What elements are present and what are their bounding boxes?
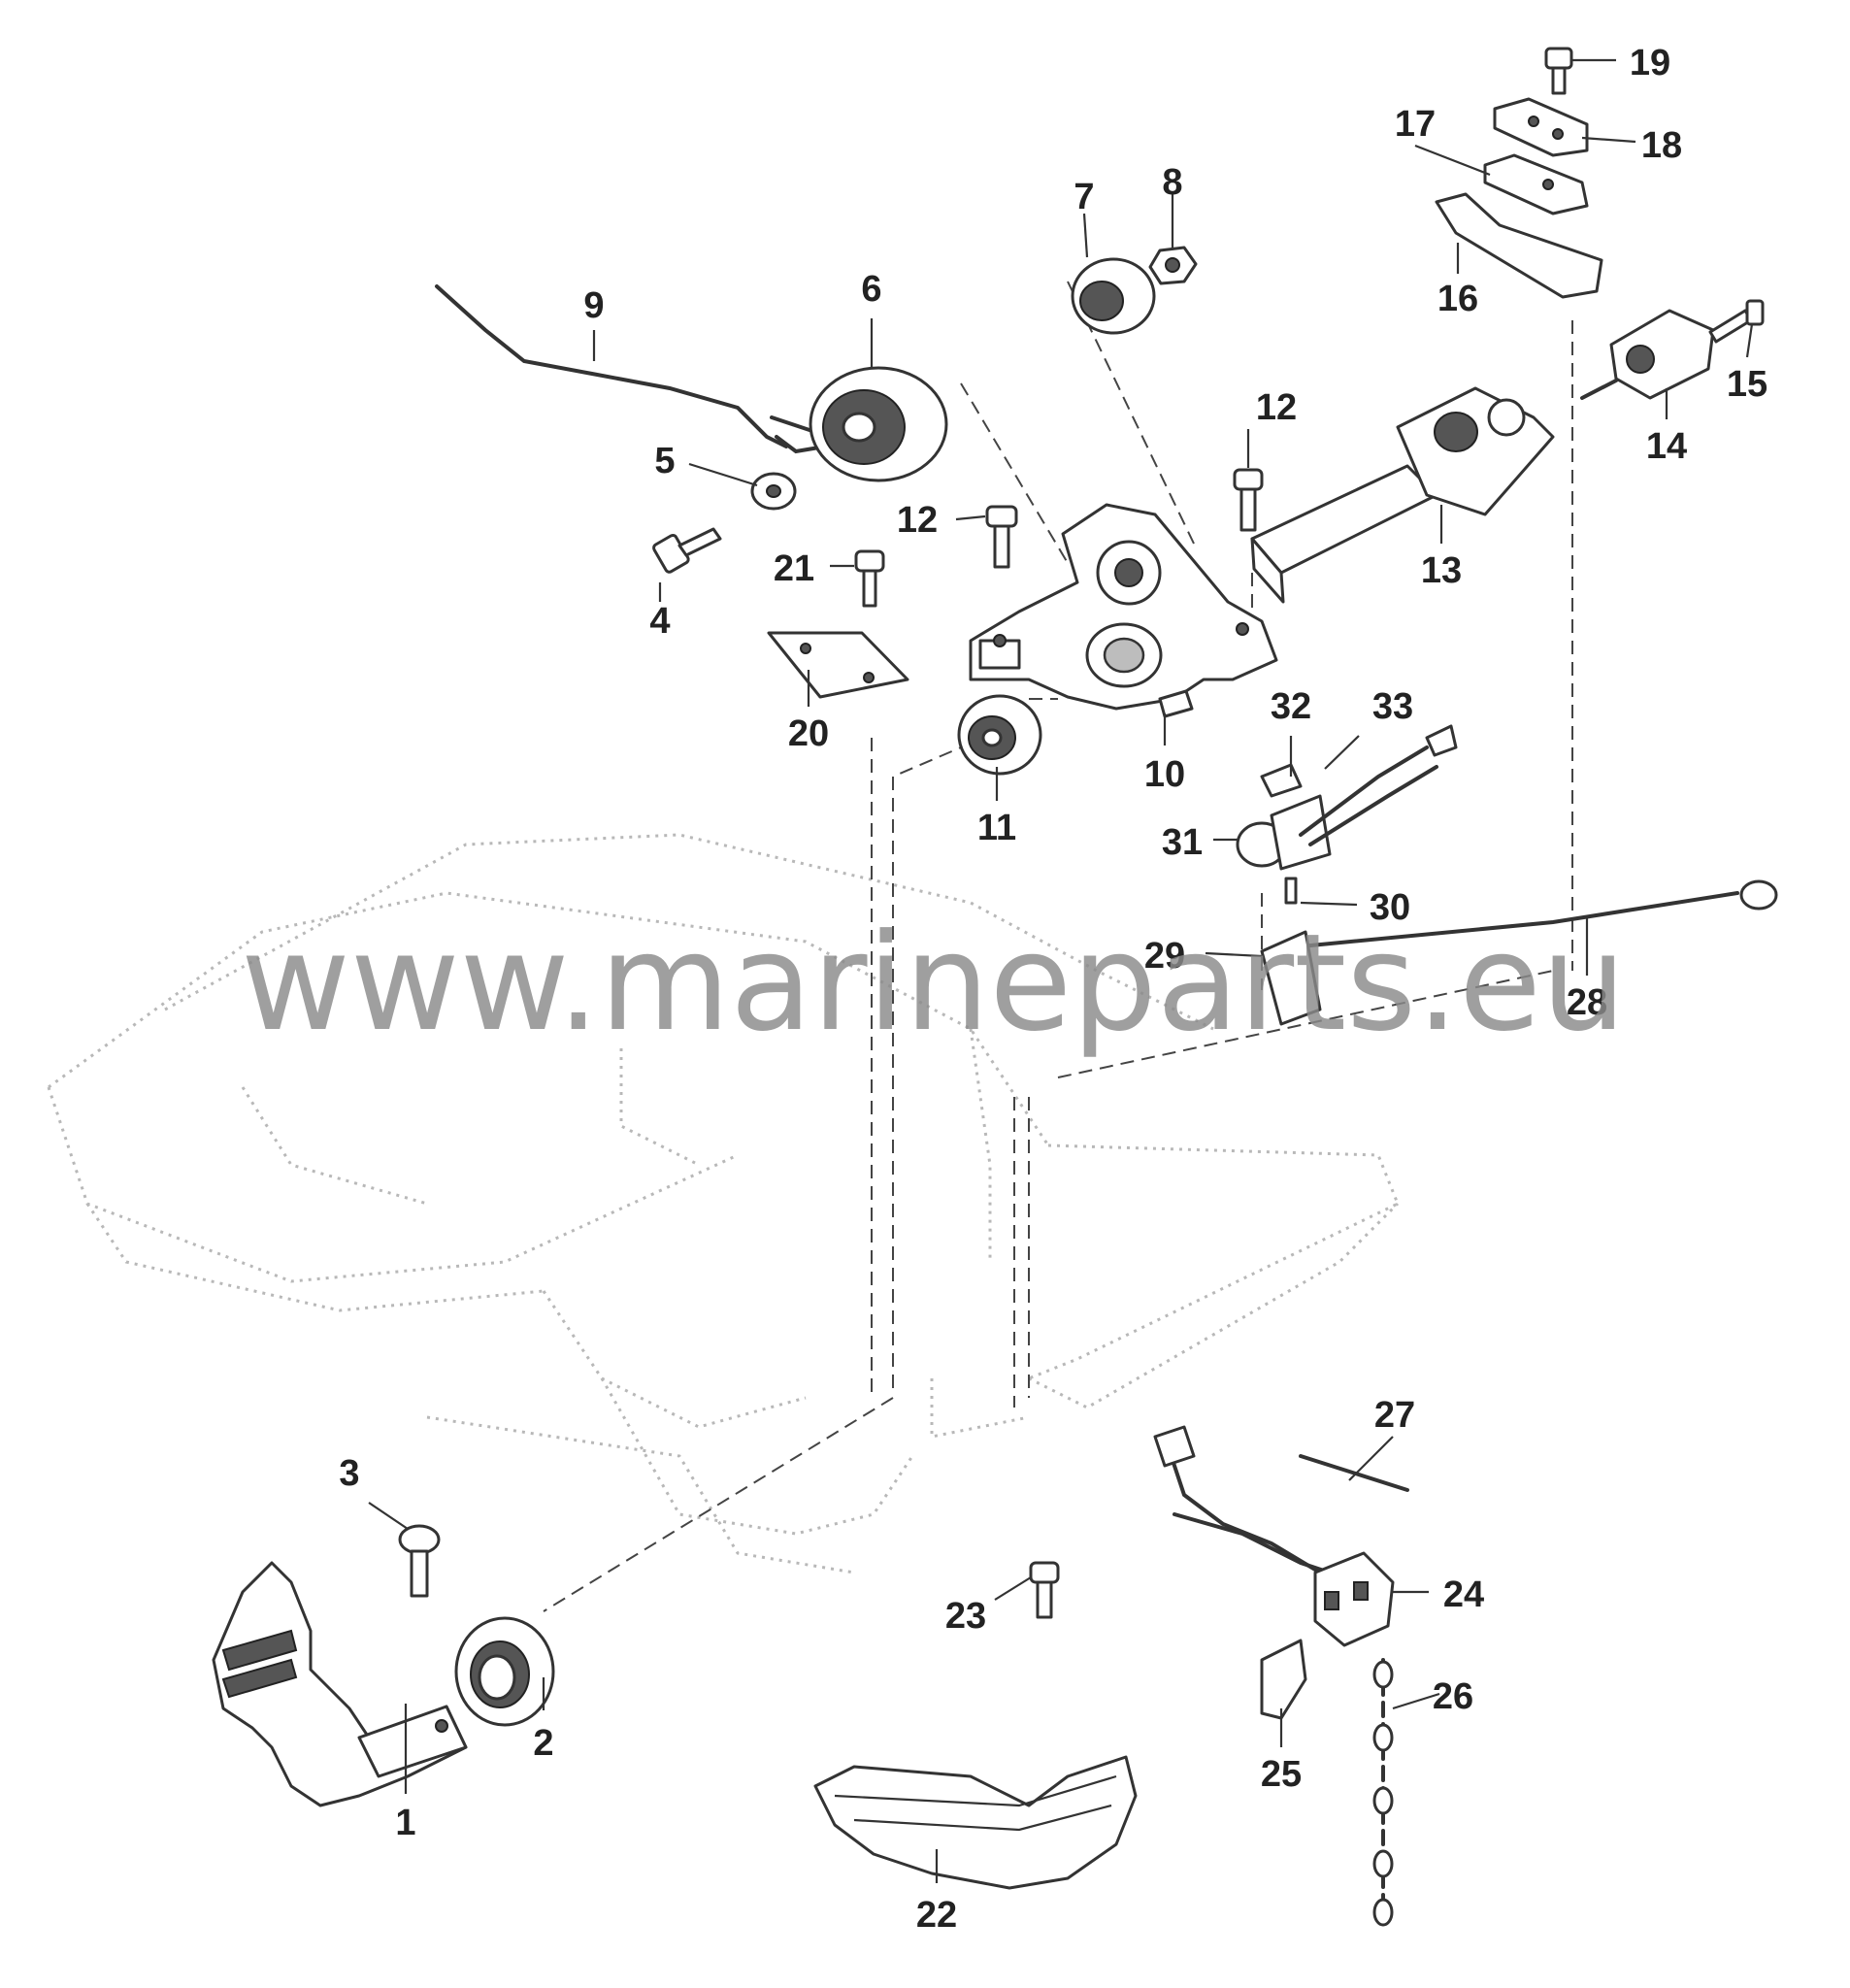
callout-18: 18: [1641, 125, 1682, 166]
screw-part: [1708, 299, 1765, 344]
throttle-bracket-part: [969, 503, 1278, 711]
callout-19: 19: [1630, 43, 1670, 83]
cover-part: [813, 1755, 1138, 1890]
clip-part: [1260, 1639, 1307, 1720]
bolt-part: [1029, 1561, 1060, 1619]
callout-3: 3: [339, 1453, 359, 1494]
callout-27: 27: [1374, 1395, 1415, 1436]
callout-1: 1: [395, 1803, 415, 1843]
callout-24: 24: [1443, 1574, 1484, 1615]
callout-14: 14: [1646, 426, 1687, 467]
callout-2: 2: [533, 1723, 553, 1764]
throttle-link-rod: [435, 284, 829, 454]
screw-part: [1284, 877, 1298, 905]
chain-part: [1372, 1658, 1394, 1927]
screw-bushing-part: [652, 527, 722, 574]
bushing-part: [454, 1616, 555, 1727]
switch-part: [1580, 309, 1715, 400]
plate-part: [1435, 192, 1603, 299]
cable-part: [1260, 879, 1778, 1026]
callout-12-left: 12: [897, 500, 938, 541]
bolt-part: [854, 549, 885, 608]
plate-part: [1483, 153, 1589, 215]
plate-part: [767, 631, 909, 699]
screw-part: [1544, 47, 1573, 95]
leader-lines: [368, 58, 1754, 1883]
callout-28: 28: [1567, 982, 1607, 1023]
pulley-part: [957, 694, 1042, 776]
callout-labels: 1 2 3 4 5 6 7 8 9 10 11 12 12 13 14 15 1…: [339, 43, 1767, 1936]
cam-part: [809, 366, 948, 482]
washer-part: [750, 472, 797, 511]
callout-20: 20: [788, 713, 829, 754]
callout-16: 16: [1437, 279, 1478, 319]
callout-15: 15: [1727, 364, 1767, 405]
callout-32: 32: [1271, 686, 1311, 727]
callout-30: 30: [1370, 887, 1410, 928]
callout-21: 21: [774, 548, 814, 589]
callout-29: 29: [1144, 936, 1185, 977]
callout-13: 13: [1421, 550, 1462, 591]
nut-part: [1148, 246, 1198, 285]
watermark-text: www.marineparts.eu: [241, 905, 1626, 1061]
callout-23: 23: [945, 1596, 986, 1637]
callout-25: 25: [1261, 1754, 1302, 1795]
callout-9: 9: [583, 285, 604, 326]
clip-part: [1158, 689, 1194, 718]
callout-12-right: 12: [1256, 387, 1297, 428]
callout-5: 5: [654, 441, 675, 481]
callout-11: 11: [977, 808, 1016, 848]
tiller-handle-part: [212, 1561, 468, 1807]
bolt-part: [985, 505, 1018, 569]
plate-part: [1493, 97, 1589, 157]
phantom-engine-outline: [47, 833, 1400, 1574]
callout-8: 8: [1162, 162, 1182, 203]
callout-31: 31: [1162, 822, 1203, 863]
control-arm-part: [1250, 386, 1555, 604]
callout-17: 17: [1395, 104, 1436, 145]
callout-4: 4: [649, 601, 670, 642]
callout-22: 22: [916, 1895, 957, 1936]
callout-10: 10: [1144, 754, 1185, 795]
sensor-assembly-part: [1236, 724, 1458, 871]
callout-6: 6: [861, 269, 881, 310]
callout-33: 33: [1372, 686, 1413, 727]
bolt-part: [1233, 468, 1264, 532]
wiring-harness-part: [1153, 1425, 1409, 1647]
screw-part: [398, 1524, 441, 1598]
callout-7: 7: [1074, 177, 1094, 217]
grommet-part: [1071, 257, 1156, 335]
callout-26: 26: [1433, 1676, 1473, 1717]
